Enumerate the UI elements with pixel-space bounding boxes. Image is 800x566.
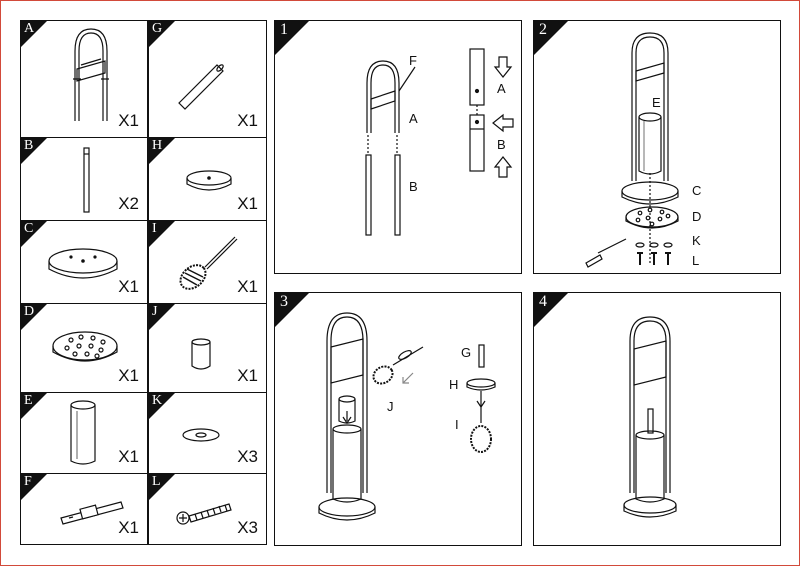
part-quantity: X1	[237, 194, 258, 213]
part-quantity: X1	[118, 277, 139, 296]
screw-icon	[176, 503, 232, 525]
part-letter: L	[152, 474, 161, 489]
step-number: 3	[280, 293, 288, 310]
label-j: J	[387, 399, 394, 414]
part-cell-g: G X1	[148, 20, 267, 138]
part-quantity: X3	[237, 518, 258, 537]
part-quantity: X1	[118, 518, 139, 537]
step-4-assembled-diagram	[623, 316, 677, 518]
part-letter: E	[24, 393, 33, 408]
step-number: 2	[539, 21, 547, 38]
step-3-panel: 3 J G H I	[274, 292, 522, 546]
part-quantity: X1	[118, 366, 139, 385]
label-e: E	[652, 95, 661, 110]
base-plate-icon	[48, 248, 118, 279]
part-letter: C	[24, 221, 34, 236]
part-cell-j: J X1	[148, 303, 267, 393]
part-cell-k: K X3	[148, 392, 267, 474]
part-letter: A	[24, 21, 35, 36]
brush-holder-cup-icon	[70, 400, 96, 465]
part-quantity: X1	[237, 111, 258, 130]
part-quantity: X3	[237, 447, 258, 466]
step-3-diagram	[318, 312, 496, 521]
part-quantity: X1	[118, 447, 139, 466]
part-letter: H	[152, 138, 163, 153]
part-letter: K	[152, 393, 163, 408]
small-cylinder-icon	[191, 338, 211, 370]
step-1-diagram	[365, 48, 514, 236]
paper-roll-bar-icon	[60, 501, 124, 525]
toilet-brush-icon	[179, 236, 238, 290]
label-c: C	[692, 183, 702, 198]
label-h: H	[449, 377, 459, 392]
part-cell-e: E X1	[20, 392, 148, 474]
part-cell-a: A X1	[20, 20, 148, 138]
label-d: D	[692, 209, 702, 224]
part-cell-d: D X1	[20, 303, 148, 393]
step-number: 1	[280, 21, 288, 38]
part-quantity: X2	[118, 194, 139, 213]
label-a-detail: A	[497, 81, 506, 96]
part-quantity: X1	[118, 111, 139, 130]
label-l: L	[692, 253, 700, 268]
part-letter: I	[152, 221, 157, 236]
part-letter: F	[24, 474, 32, 489]
pole-icon	[83, 147, 90, 213]
label-b: B	[409, 179, 418, 194]
label-k: K	[692, 233, 701, 248]
part-letter: J	[152, 304, 158, 319]
part-quantity: X1	[237, 366, 258, 385]
rod-icon	[178, 64, 224, 110]
washer-icon	[182, 428, 220, 442]
part-cell-h: H X1	[148, 137, 267, 221]
step-1-panel: 1 F A B A B	[274, 20, 522, 274]
step-2-diagram	[585, 32, 679, 268]
step-2-panel: 2 E C D K L	[533, 20, 781, 274]
label-a: A	[409, 111, 418, 126]
label-i: I	[455, 417, 459, 432]
label-b-detail: B	[497, 137, 506, 152]
part-cell-b: B X2	[20, 137, 148, 221]
part-letter: B	[24, 138, 34, 153]
part-cell-c: C X1	[20, 220, 148, 304]
part-cell-l: L X3	[148, 473, 267, 545]
part-cell-i: I X1	[148, 220, 267, 304]
stand-frame-icon	[73, 28, 109, 121]
part-letter: G	[152, 21, 163, 36]
label-f: F	[409, 53, 417, 68]
part-cell-f: F X1	[20, 473, 148, 545]
perforated-plate-icon	[52, 331, 118, 362]
part-letter: D	[24, 304, 35, 319]
label-g: G	[461, 345, 472, 360]
part-quantity: X1	[237, 277, 258, 296]
step-4-panel: 4	[533, 292, 781, 546]
step-number: 4	[539, 293, 547, 310]
disc-icon	[186, 170, 232, 191]
